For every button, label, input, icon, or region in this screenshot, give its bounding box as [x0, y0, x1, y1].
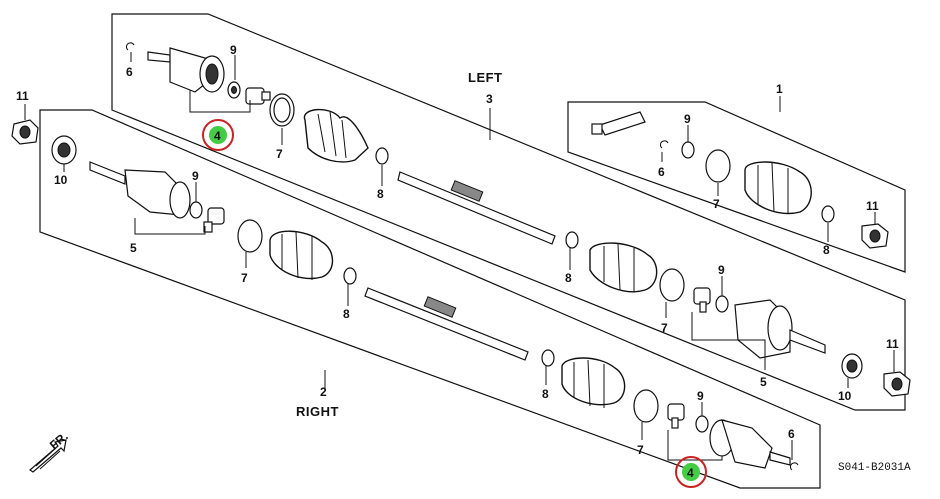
highlight-callout-4-top[interactable]: 4 [202, 119, 234, 151]
nut-11-kit [861, 223, 889, 249]
seal-10-right-inner [57, 142, 71, 158]
shaft-left [397, 171, 556, 245]
grease-tube [591, 111, 646, 136]
circlip-6-left [125, 42, 135, 51]
frame-boot-kit [567, 101, 906, 273]
callout-5-a: 5 [130, 241, 137, 255]
washer-9-right-inner [695, 415, 709, 433]
front-arrow: FR. [29, 429, 71, 473]
boot-kit [744, 161, 812, 215]
callout-11-c: 11 [886, 337, 899, 351]
callout-11-b: 11 [16, 89, 29, 103]
band-8-left-a [375, 147, 389, 165]
callout-8-a: 8 [377, 187, 384, 201]
band-7-right-top [237, 219, 263, 253]
callout-9-a: 9 [230, 43, 237, 57]
inner-joint-right [89, 161, 191, 219]
callout-1: 1 [776, 82, 783, 96]
inner-joint-left [734, 299, 826, 359]
callout-10-a: 10 [54, 173, 68, 187]
callout-8-b: 8 [823, 243, 830, 257]
spider-right [203, 207, 225, 233]
spider-left-inner [693, 287, 711, 313]
callout-7-c: 7 [241, 271, 248, 285]
callout-10-b: 10 [838, 389, 852, 403]
callout-6-a: 6 [126, 65, 133, 79]
boot-left-upper [303, 108, 369, 163]
band-7-kit [705, 149, 731, 183]
shaft-right [364, 287, 529, 361]
callout-7-e: 7 [637, 443, 644, 457]
frame-left-assembly [111, 13, 906, 411]
callout-2: 2 [320, 385, 327, 399]
band-8-right-b [541, 349, 555, 367]
washer-9-left-inner [715, 295, 729, 313]
callout-9-d: 9 [718, 263, 725, 277]
highlight-callout-4-bottom[interactable]: 4 [675, 456, 707, 488]
band-7-left-top-inner [273, 97, 291, 123]
nut-11-bottom-right [883, 371, 911, 397]
boot-left-lower [589, 242, 658, 293]
band-8-kit [821, 205, 835, 223]
outer-joint-right [709, 419, 791, 469]
nut-11-top-left [11, 119, 39, 145]
callout-8-e: 8 [542, 387, 549, 401]
callout-4-a: 4 [214, 129, 221, 143]
outer-joint-left [147, 47, 225, 93]
boot-right-lower [561, 357, 626, 408]
band-7-left-bottom [659, 268, 685, 302]
callout-8-d: 8 [565, 271, 572, 285]
callout-5-b: 5 [760, 375, 767, 389]
callout-7-a: 7 [276, 147, 283, 161]
callout-4-b: 4 [687, 466, 694, 480]
diagram-code: S041-B2031A [838, 462, 911, 474]
band-7-right-bottom [633, 389, 659, 423]
leader-lines [24, 52, 895, 461]
seal-10-left-inner [846, 359, 858, 373]
callout-11-a: 11 [866, 199, 879, 213]
front-label: FR. [47, 429, 71, 452]
callout-8-c: 8 [343, 307, 350, 321]
circlip-6-kit [659, 140, 669, 149]
boot-right-upper [269, 230, 334, 280]
label-right: RIGHT [296, 404, 339, 419]
circlip-6-right [789, 462, 799, 471]
frame-right-assembly [39, 109, 821, 489]
callout-9-e: 9 [697, 389, 704, 403]
callout-9-b: 9 [684, 112, 691, 126]
callout-7-d: 7 [661, 321, 668, 335]
washer-9-right [189, 201, 203, 219]
washer-9-left-hole [231, 86, 237, 94]
band-8-left-b [565, 231, 579, 249]
label-left: LEFT [468, 70, 503, 85]
callout-6-b: 6 [658, 165, 665, 179]
spider-right-inner [667, 403, 685, 429]
callout-7-b: 7 [713, 197, 720, 211]
callout-9-c: 9 [192, 169, 199, 183]
callout-6-c: 6 [788, 427, 795, 441]
band-8-right-a [343, 267, 357, 285]
callout-3: 3 [486, 92, 493, 106]
band-9-kit [681, 141, 695, 159]
